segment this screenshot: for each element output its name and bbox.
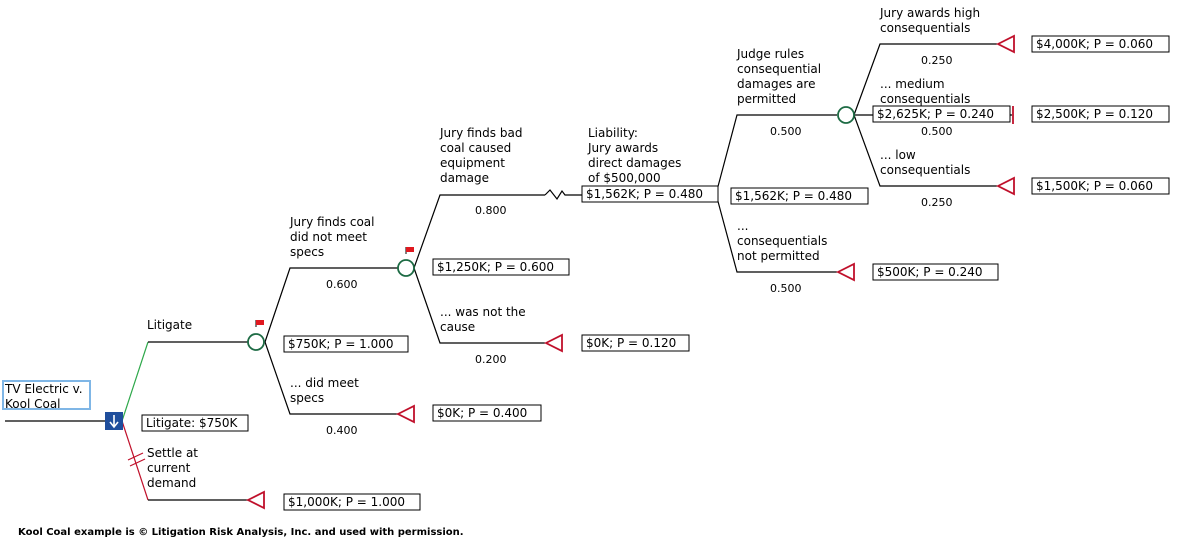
branch-not-cause[interactable]	[413, 267, 545, 344]
prob-low: 0.250	[921, 196, 953, 209]
label-not-cause: ... was not the cause	[440, 305, 529, 334]
chance-node-specs[interactable]	[397, 259, 415, 277]
value-box-litigate[interactable]: $750K; P = 1.000	[283, 335, 409, 353]
terminal-node-did-meet[interactable]	[395, 404, 415, 424]
value-box-consequential[interactable]: $2,625K; P = 0.240	[872, 105, 1011, 123]
value-box-not-cause[interactable]: $0K; P = 0.120	[581, 334, 690, 352]
prob-did-not-meet: 0.600	[326, 278, 358, 291]
footer-credit: Kool Coal example is © Litigation Risk A…	[18, 527, 464, 538]
prob-medium: 0.500	[921, 125, 953, 138]
prob-permitted: 0.500	[770, 125, 802, 138]
label-settle: Settle at current demand	[147, 446, 202, 490]
label-not-permitted: ... consequentials not permitted	[737, 219, 831, 263]
branch-did-meet[interactable]	[264, 341, 398, 415]
terminal-node-not-permitted[interactable]	[835, 262, 855, 282]
value-box-medium[interactable]: $2,500K; P = 0.120	[1031, 105, 1170, 123]
prob-did-meet: 0.400	[326, 424, 358, 437]
prob-not-cause: 0.200	[475, 353, 507, 366]
label-high: Jury awards high consequentials	[879, 6, 984, 35]
value-box-high[interactable]: $4,000K; P = 0.060	[1031, 35, 1170, 53]
flag-icon	[255, 320, 264, 327]
label-litigate: Litigate	[147, 318, 192, 332]
value-box-cause[interactable]: $1,562K; P = 0.480	[581, 185, 719, 203]
title-line-1: TV Electric v.	[4, 382, 83, 396]
terminal-node-settle[interactable]	[245, 490, 265, 510]
value-box-decision[interactable]: Litigate: $750K	[141, 414, 249, 432]
label-liability: Liability: Jury awards direct damages of…	[587, 126, 685, 185]
value-box-low[interactable]: $1,500K; P = 0.060	[1031, 177, 1170, 195]
branch-labels: Litigate Settle at current demand Jury f…	[147, 6, 984, 490]
branch-litigate[interactable]	[121, 341, 149, 422]
svg-text:Litigate: $750K: Litigate: $750K	[146, 416, 239, 430]
value-box-specs[interactable]: $1,250K; P = 0.600	[432, 258, 570, 276]
title-box[interactable]: TV Electric v. Kool Coal	[2, 380, 91, 411]
terminal-node-low[interactable]	[995, 176, 1015, 196]
svg-text:$2,625K; P = 0.240: $2,625K; P = 0.240	[877, 107, 994, 121]
branch-low[interactable]	[853, 114, 997, 187]
svg-text:$0K; P = 0.400: $0K; P = 0.400	[437, 406, 527, 420]
svg-text:$1,562K; P = 0.480: $1,562K; P = 0.480	[735, 189, 852, 203]
svg-text:$1,562K; P = 0.480: $1,562K; P = 0.480	[586, 187, 703, 201]
label-medium: ... medium consequentials	[880, 77, 970, 106]
svg-text:$1,000K; P = 1.000: $1,000K; P = 1.000	[288, 495, 405, 509]
svg-text:$4,000K; P = 0.060: $4,000K; P = 0.060	[1036, 37, 1153, 51]
flag-icon	[405, 247, 414, 254]
label-did-not-meet: Jury finds coal did not meet specs	[289, 215, 378, 259]
svg-text:$0K; P = 0.120: $0K; P = 0.120	[586, 336, 676, 350]
branch-not-permitted[interactable]	[715, 193, 837, 273]
label-permitted: Judge rules consequential damages are pe…	[736, 47, 825, 106]
arrow-down-icon	[109, 415, 119, 429]
chance-node-litigate[interactable]	[247, 333, 265, 351]
chance-node-consequential[interactable]	[837, 106, 855, 124]
double-slash-icon	[127, 452, 146, 467]
zigzag-break-icon	[544, 189, 583, 201]
svg-text:$500K; P = 0.240: $500K; P = 0.240	[877, 265, 983, 279]
value-box-settle[interactable]: $1,000K; P = 1.000	[283, 493, 421, 511]
branch-bad-coal[interactable]	[413, 194, 545, 269]
branch-did-not-meet[interactable]	[264, 267, 398, 343]
value-box-did-meet[interactable]: $0K; P = 0.400	[432, 404, 542, 422]
probabilities: 0.600 0.400 0.800 0.200 0.500 0.500 0.25…	[326, 54, 953, 437]
prob-not-permitted: 0.500	[770, 282, 802, 295]
svg-text:$1,250K; P = 0.600: $1,250K; P = 0.600	[437, 260, 554, 274]
decision-node[interactable]	[105, 412, 123, 430]
terminal-node-not-cause[interactable]	[543, 333, 563, 353]
prob-bad-coal: 0.800	[475, 204, 507, 217]
svg-text:$750K; P = 1.000: $750K; P = 1.000	[288, 337, 394, 351]
branch-settle[interactable]	[121, 420, 149, 501]
value-boxes: Litigate: $750K $750K; P = 1.000 $1,000K…	[141, 35, 1170, 511]
branch-high[interactable]	[853, 43, 997, 116]
label-did-meet: ... did meet specs	[290, 376, 363, 405]
svg-text:$1,500K; P = 0.060: $1,500K; P = 0.060	[1036, 179, 1153, 193]
branch-permitted[interactable]	[715, 114, 837, 195]
prob-high: 0.250	[921, 54, 953, 67]
terminal-node-high[interactable]	[995, 34, 1015, 54]
value-box-not-permitted[interactable]: $500K; P = 0.240	[872, 263, 999, 281]
value-box-liability[interactable]: $1,562K; P = 0.480	[730, 187, 869, 205]
label-low: ... low consequentials	[880, 148, 970, 177]
label-bad-coal: Jury finds bad coal caused equipment dam…	[439, 126, 526, 185]
title-line-2: Kool Coal	[5, 397, 61, 411]
svg-text:$2,500K; P = 0.120: $2,500K; P = 0.120	[1036, 107, 1153, 121]
